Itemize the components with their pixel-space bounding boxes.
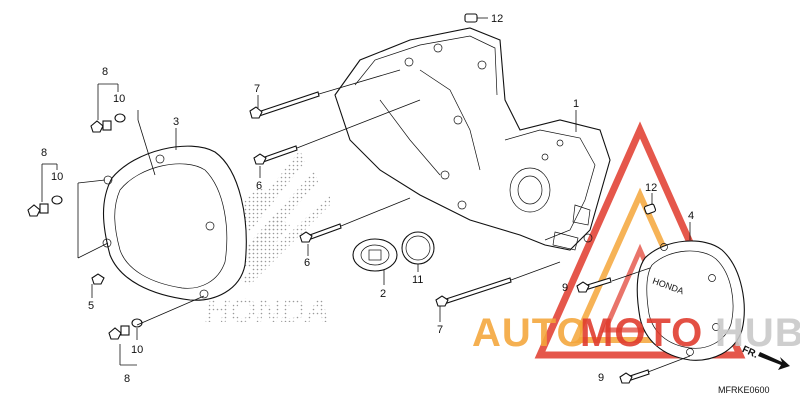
bolt-7-upper xyxy=(249,91,320,119)
bolt-8-10-upper xyxy=(90,113,126,133)
bolt-9-upper xyxy=(576,277,612,293)
bolt-8-10-middle xyxy=(27,195,63,217)
callout-10c: 10 xyxy=(131,344,143,356)
bolt-6-lower xyxy=(299,223,342,243)
callout-6a: 6 xyxy=(256,180,262,192)
part-2-plug xyxy=(352,238,398,272)
bolt-9-lower xyxy=(619,369,650,384)
callout-9b: 9 xyxy=(598,372,604,384)
watermark-hub: HUB xyxy=(715,311,800,355)
callout-1: 1 xyxy=(573,98,579,110)
watermark-moto: MOTO xyxy=(580,311,703,355)
callout-3: 3 xyxy=(173,116,179,128)
watermark-text: AUTO MOTO HUB xyxy=(472,311,800,355)
part-11-o-ring xyxy=(401,231,435,265)
callout-5: 5 xyxy=(88,300,94,312)
callout-11: 11 xyxy=(412,274,423,286)
callout-2: 2 xyxy=(380,288,386,300)
bolt-5 xyxy=(91,273,105,285)
callout-labels: 12 1 7 6 3 8 10 8 10 5 6 2 11 12 4 9 7 1… xyxy=(41,13,694,385)
callout-10a: 10 xyxy=(113,93,125,105)
bolt-8-10-lower xyxy=(108,318,143,340)
callout-8b: 8 xyxy=(41,147,47,159)
leader-lines xyxy=(41,17,691,373)
front-arrow-icon xyxy=(758,352,790,370)
bolt-6-upper xyxy=(253,145,298,165)
dowel-pin-12-upper xyxy=(464,13,478,23)
drawing-code: MFRKE0600 xyxy=(718,385,770,395)
part-1-clutch-cover xyxy=(334,27,611,251)
callout-8c: 8 xyxy=(124,373,130,385)
callout-10b: 10 xyxy=(51,171,63,183)
part-4-cover: HONDA xyxy=(636,240,745,361)
callout-12b: 12 xyxy=(645,182,657,194)
callout-4: 4 xyxy=(688,210,694,222)
dowel-pin-12-lower xyxy=(643,203,657,215)
callout-7b: 7 xyxy=(437,324,443,336)
watermark-auto: AUTO xyxy=(472,311,589,355)
callout-12a: 12 xyxy=(491,13,503,25)
callout-9a: 9 xyxy=(562,282,568,294)
part-3-cover xyxy=(102,145,247,301)
callout-8a: 8 xyxy=(102,66,108,78)
callout-7a: 7 xyxy=(254,83,260,95)
callout-6b: 6 xyxy=(304,257,310,269)
bolt-7-lower xyxy=(435,277,512,307)
background-logo-text: HONDA xyxy=(205,292,330,330)
